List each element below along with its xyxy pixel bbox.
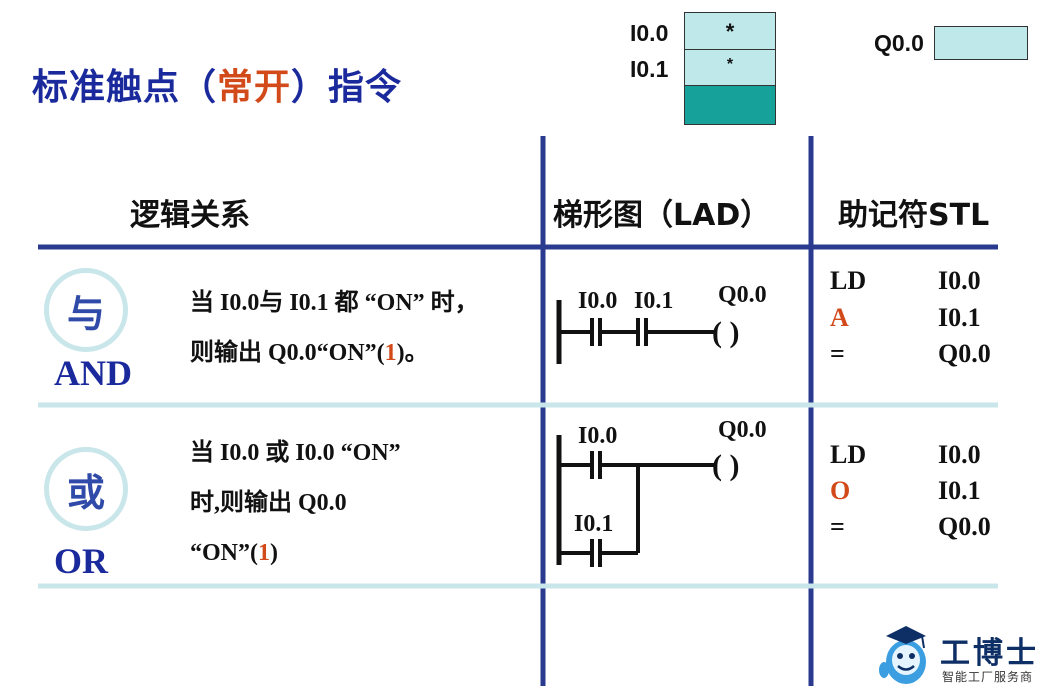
and-contact-i00-label: I0.0 (578, 288, 617, 314)
or-desc-line-1: 当 I0.0 或 I0.0 “ON” (190, 440, 401, 466)
and-contact-i01-label: I0.1 (634, 288, 673, 314)
output-cell-q00 (934, 26, 1028, 60)
or-contact-i01-label: I0.1 (574, 511, 613, 537)
or-desc-line-3: “ON”(1) (190, 540, 278, 566)
and-stl-op-3: = (830, 339, 845, 368)
and-stl-operand-2: I0.1 (938, 303, 981, 332)
or-stl-operand-1: I0.0 (938, 440, 981, 469)
or-contact-i00 (590, 451, 602, 479)
or-description: 当 I0.0 或 I0.0 “ON” 时,则输出 Q0.0 “ON”(1) (190, 428, 401, 578)
or-stl-op-2: O (830, 476, 851, 505)
input-label-i00: I0.0 (630, 20, 669, 46)
or-stl-op-3: = (830, 512, 845, 541)
or-stl-operand-3: Q0.0 (938, 512, 991, 541)
header-lad: 梯形图（LAD） (553, 198, 771, 233)
input-cell-i01: * (684, 49, 776, 86)
or-label: OR (54, 541, 108, 581)
and-coil-label: Q0.0 (718, 282, 767, 308)
or-symbol-circle: 或 (44, 447, 128, 531)
or-contact-i01 (590, 539, 602, 567)
and-stl-op-1: LD (830, 266, 867, 295)
and-stl-op-2: A (830, 303, 849, 332)
and-label: AND (54, 353, 132, 393)
and-ladder-diagram: I0.0 I0.1 Q0.0 ( ) (556, 282, 767, 364)
and-desc-line-2: 则输出 Q0.0“ON”(1)。 (190, 340, 429, 366)
or-desc-line-2: 时,则输出 Q0.0 (190, 490, 347, 516)
mascot-icon (879, 626, 926, 684)
or-coil-symbol: ( ) (712, 449, 739, 482)
and-contact-i01 (636, 318, 648, 346)
and-symbol-circle: 与 (44, 268, 128, 352)
input-cell-empty (684, 85, 776, 125)
header-stl: 助记符STL (838, 198, 990, 233)
or-ladder-diagram: I0.0 I0.1 Q0.0 ( ) (556, 417, 767, 567)
input-label-i01: I0.1 (630, 56, 669, 82)
and-description: 当 I0.0与 I0.1 都 “ON” 时， 则输出 Q0.0“ON”(1)。 (190, 278, 479, 378)
output-label-q00: Q0.0 (874, 30, 924, 56)
page-title: 标准触点（常开）指令 (32, 58, 402, 110)
input-cell-i00: * (684, 12, 776, 50)
title-tail: ）指令 (291, 67, 403, 108)
brand-tagline: 智能工厂服务商 (942, 670, 1034, 684)
and-stl-operand-3: Q0.0 (938, 339, 991, 368)
header-logic: 逻辑关系 (130, 198, 250, 233)
or-contact-i00-label: I0.0 (578, 423, 617, 449)
title-highlight: 常开 (217, 67, 292, 108)
and-contact-i00 (590, 318, 602, 346)
brand-name: 工博士 (940, 636, 1039, 671)
and-coil-symbol: ( ) (712, 316, 739, 349)
and-desc-line-1: 当 I0.0与 I0.1 都 “ON” 时， (190, 290, 479, 316)
title-main: 标准触点（ (32, 67, 218, 108)
or-stl-op-1: LD (830, 440, 867, 469)
and-stl-operand-1: I0.0 (938, 266, 981, 295)
or-stl-operand-2: I0.1 (938, 476, 981, 505)
or-coil-label: Q0.0 (718, 417, 767, 443)
